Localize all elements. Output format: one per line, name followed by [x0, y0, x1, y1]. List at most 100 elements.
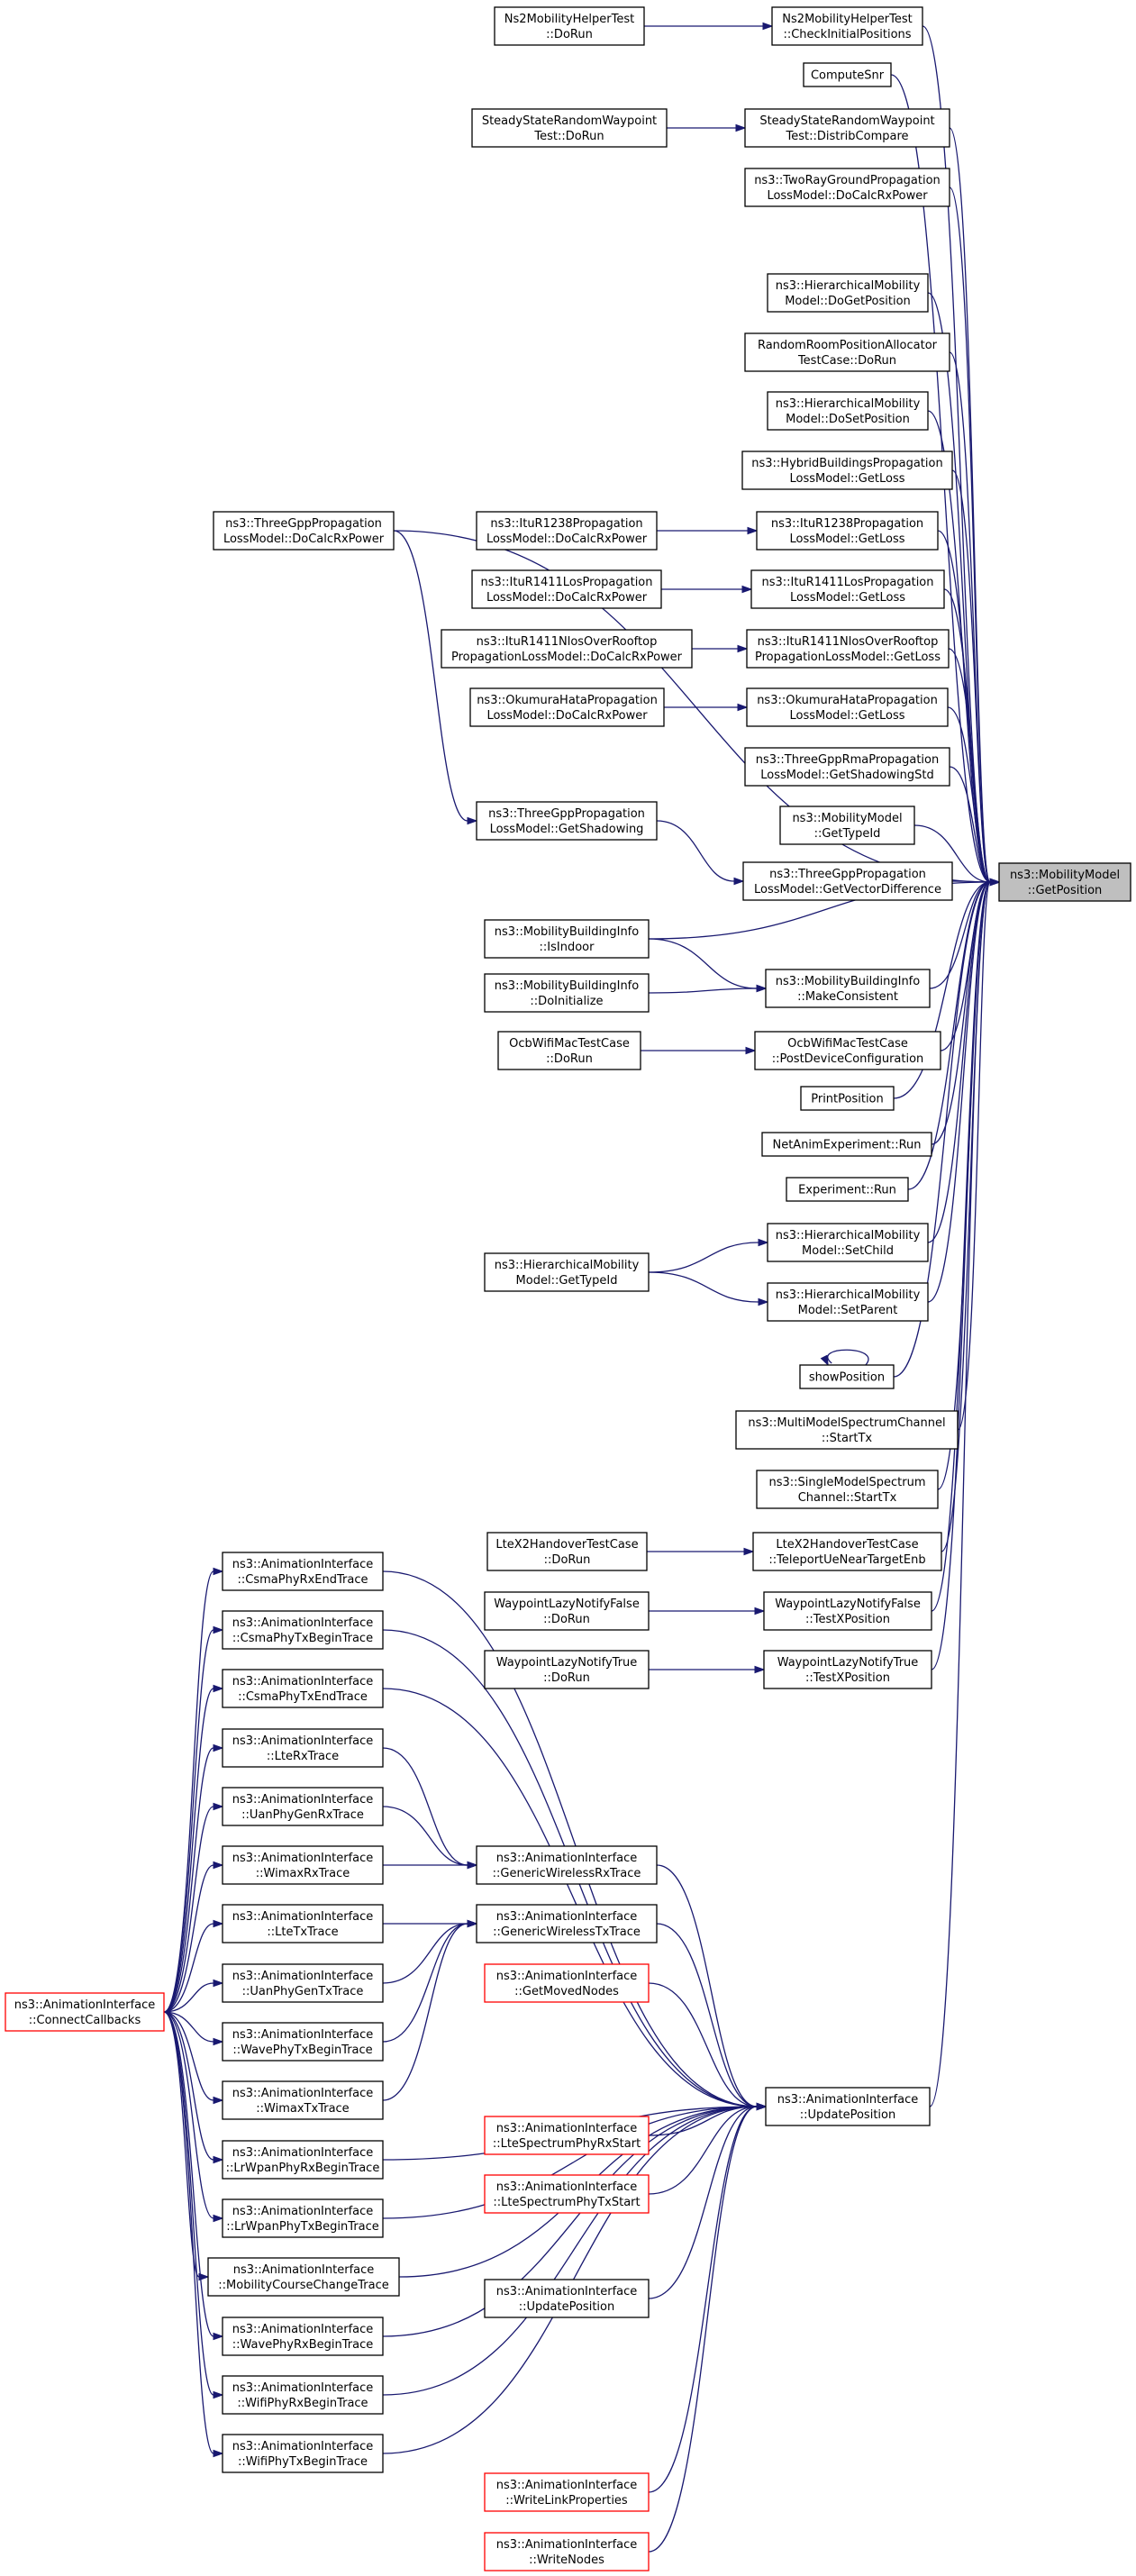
node-label-line: LossModel::DoCalcRxPower	[223, 532, 385, 546]
node-getmoved[interactable]: ns3::AnimationInterface::GetMovedNodes	[484, 1963, 650, 2003]
node-makecons[interactable]: ns3::MobilityBuildingInfo::MakeConsisten…	[765, 969, 931, 1008]
node-wptruetest[interactable]: WaypointLazyNotifyTrue::TestXPosition	[763, 1650, 932, 1689]
node-getposition[interactable]: ns3::MobilityModel::GetPosition	[998, 862, 1131, 902]
node-wpfalsetest[interactable]: WaypointLazyNotifyFalse::TestXPosition	[763, 1591, 932, 1631]
node-itunlosloss[interactable]: ns3::ItuR1411NlosOverRooftopPropagationL…	[746, 629, 950, 669]
node-writenodes[interactable]: ns3::AnimationInterface::WriteNodes	[484, 2532, 650, 2571]
node-ltespecrx[interactable]: ns3::AnimationInterface::LteSpectrumPhyR…	[484, 2116, 650, 2155]
node-lrwpanrx[interactable]: ns3::AnimationInterface::LrWpanPhyRxBegi…	[222, 2140, 384, 2180]
node-waverx[interactable]: ns3::AnimationInterface::WavePhyRxBeginT…	[222, 2317, 384, 2356]
node-showpos[interactable]: showPosition	[799, 1364, 895, 1389]
node-label-line: Model::SetParent	[798, 1304, 898, 1317]
node-ltex2tele[interactable]: LteX2HandoverTestCase::TeleportUeNearTar…	[752, 1532, 942, 1571]
edge-arrowhead	[733, 877, 745, 886]
node-gppshadow[interactable]: ns3::ThreeGppPropagationLossModel::GetSh…	[476, 801, 658, 841]
node-label-line: ns3::HybridBuildingsPropagation	[751, 457, 942, 470]
edge-path	[927, 881, 991, 1243]
node-wavetx[interactable]: ns3::AnimationInterface::WavePhyTxBeginT…	[222, 2022, 384, 2062]
node-isindoor[interactable]: ns3::MobilityBuildingInfo::IsIndoor	[484, 919, 650, 959]
node-label-line: ::WavePhyRxBeginTrace	[232, 2338, 373, 2352]
node-wifitx[interactable]: ns3::AnimationInterface::WifiPhyTxBeginT…	[222, 2434, 384, 2473]
node-ocbdorun[interactable]: OcbWifiMacTestCase::DoRun	[497, 1031, 641, 1070]
node-gppvecdiff[interactable]: ns3::ThreeGppPropagationLossModel::GetVe…	[742, 861, 953, 901]
node-label-line: ns3::AnimationInterface	[232, 1558, 374, 1571]
node-randroom[interactable]: RandomRoomPositionAllocatorTestCase::DoR…	[744, 332, 950, 372]
node-connectcb[interactable]: ns3::AnimationInterface::ConnectCallback…	[5, 1992, 165, 2032]
node-threegppdocalc[interactable]: ns3::ThreeGppPropagationLossModel::DoCal…	[213, 511, 395, 551]
node-box	[484, 2532, 650, 2571]
node-ssdistrib[interactable]: SteadyStateRandomWaypointTest::DistribCo…	[744, 108, 950, 148]
node-label-line: ::WifiPhyRxBeginTrace	[237, 2397, 368, 2410]
node-writelink[interactable]: ns3::AnimationInterface::WriteLinkProper…	[484, 2472, 650, 2512]
node-printpos[interactable]: PrintPosition	[800, 1086, 895, 1111]
node-updatepos2[interactable]: ns3::AnimationInterface::UpdatePosition	[484, 2279, 650, 2318]
edge-path	[382, 1923, 468, 2101]
node-ltespectx[interactable]: ns3::AnimationInterface::LteSpectrumPhyT…	[484, 2174, 650, 2214]
node-ltetx[interactable]: ns3::AnimationInterface::LteTxTrace	[222, 1904, 384, 1943]
node-itu1238calc[interactable]: ns3::ItuR1238PropagationLossModel::DoCal…	[476, 511, 658, 551]
node-label-line: ns3::MobilityBuildingInfo	[495, 979, 639, 993]
node-box	[754, 1031, 941, 1070]
node-lrwpantx[interactable]: ns3::AnimationInterface::LrWpanPhyTxBegi…	[222, 2198, 384, 2238]
node-box	[750, 569, 945, 609]
node-label-line: OcbWifiMacTestCase	[787, 1037, 908, 1051]
node-ns2dorun[interactable]: Ns2MobilityHelperTest::DoRun	[494, 6, 645, 46]
node-genwirelesstx[interactable]: ns3::AnimationInterface::GenericWireless…	[476, 1904, 658, 1943]
node-label-line: ns3::HierarchicalMobility	[776, 397, 921, 411]
node-hiertypeid[interactable]: ns3::HierarchicalMobilityModel::GetTypeI…	[484, 1252, 650, 1292]
node-box	[998, 862, 1131, 902]
node-hiersetpos[interactable]: ns3::HierarchicalMobilityModel::DoSetPos…	[767, 391, 929, 431]
node-uangenrx[interactable]: ns3::AnimationInterface::UanPhyGenRxTrac…	[222, 1787, 384, 1826]
node-itu1411loss[interactable]: ns3::ItuR1411LosPropagationLossModel::Ge…	[750, 569, 945, 609]
node-lterx[interactable]: ns3::AnimationInterface::LteRxTrace	[222, 1728, 384, 1768]
node-computesnr[interactable]: ComputeSnr	[803, 62, 892, 87]
node-rmashadow[interactable]: ns3::ThreeGppRmaPropagationLossModel::Ge…	[744, 747, 950, 787]
node-box	[471, 108, 668, 148]
node-mobcourse[interactable]: ns3::AnimationInterface::MobilityCourseC…	[207, 2257, 400, 2297]
node-okucalc[interactable]: ns3::OkumuraHataPropagationLossModel::Do…	[469, 687, 665, 727]
node-itu1238loss[interactable]: ns3::ItuR1238PropagationLossModel::GetLo…	[756, 511, 939, 551]
node-genwirelessrx[interactable]: ns3::AnimationInterface::GenericWireless…	[476, 1845, 658, 1885]
edge-path	[949, 766, 991, 883]
node-hiersetparent[interactable]: ns3::HierarchicalMobilityModel::SetParen…	[767, 1282, 929, 1322]
node-box	[756, 511, 939, 551]
node-exprun[interactable]: Experiment::Run	[786, 1177, 909, 1202]
node-updatepos[interactable]: ns3::AnimationInterface::UpdatePosition	[765, 2087, 931, 2126]
node-hybrid[interactable]: ns3::HybridBuildingsPropagationLossModel…	[741, 451, 953, 490]
edge-ltespectx-to-updatepos	[648, 2102, 768, 2195]
node-csmatxend[interactable]: ns3::AnimationInterface::CsmaPhyTxEndTra…	[222, 1669, 384, 1708]
node-box	[779, 806, 915, 845]
node-csmatxbegin[interactable]: ns3::AnimationInterface::CsmaPhyTxBeginT…	[222, 1610, 384, 1650]
node-checkinit[interactable]: Ns2MobilityHelperTest::CheckInitialPosit…	[771, 6, 923, 46]
edge-path	[893, 881, 991, 1099]
node-itu1411calc[interactable]: ns3::ItuR1411LosPropagationLossModel::Do…	[471, 569, 662, 609]
node-ocbpost[interactable]: OcbWifiMacTestCase::PostDeviceConfigurat…	[754, 1031, 941, 1070]
node-wimaxtx[interactable]: ns3::AnimationInterface::WimaxTxTrace	[222, 2080, 384, 2120]
node-multispec[interactable]: ns3::MultiModelSpectrumChannel::StartTx	[735, 1410, 959, 1450]
node-box	[765, 969, 931, 1008]
node-mbidoinit[interactable]: ns3::MobilityBuildingInfo::DoInitialize	[484, 973, 650, 1013]
node-tworay[interactable]: ns3::TwoRayGroundPropagationLossModel::D…	[744, 168, 950, 207]
node-uangentx[interactable]: ns3::AnimationInterface::UanPhyGenTxTrac…	[222, 1963, 384, 2003]
edge-connectcb-to-lrwpantx	[163, 2011, 224, 2223]
edge-arrowhead	[213, 1743, 224, 1752]
node-wimaxrx[interactable]: ns3::AnimationInterface::WimaxRxTrace	[222, 1845, 384, 1885]
node-itunloscalc[interactable]: ns3::ItuR1411NlosOverRooftopPropagationL…	[441, 629, 693, 669]
edge-ns2dorun-to-checkinit	[644, 22, 774, 31]
node-label-line: LossModel::GetLoss	[790, 472, 905, 486]
node-wpfalsedorun[interactable]: WaypointLazyNotifyFalse::DoRun	[484, 1591, 650, 1631]
node-csmarxend[interactable]: ns3::AnimationInterface::CsmaPhyRxEndTra…	[222, 1552, 384, 1591]
node-mobtypeid[interactable]: ns3::MobilityModel::GetTypeId	[779, 806, 915, 845]
node-wptruedorun[interactable]: WaypointLazyNotifyTrue::DoRun	[484, 1650, 650, 1689]
node-box	[222, 2140, 384, 2180]
node-box	[746, 629, 950, 669]
node-wifirx[interactable]: ns3::AnimationInterface::WifiPhyRxBeginT…	[222, 2375, 384, 2415]
node-hiergetpos[interactable]: ns3::HierarchicalMobilityModel::DoGetPos…	[767, 273, 929, 313]
node-okuloss[interactable]: ns3::OkumuraHataPropagationLossModel::Ge…	[746, 687, 949, 727]
edge-path	[951, 469, 991, 883]
node-netanim[interactable]: NetAnimExperiment::Run	[761, 1132, 932, 1157]
node-ltex2dorun[interactable]: LteX2HandoverTestCase::DoRun	[486, 1532, 648, 1571]
